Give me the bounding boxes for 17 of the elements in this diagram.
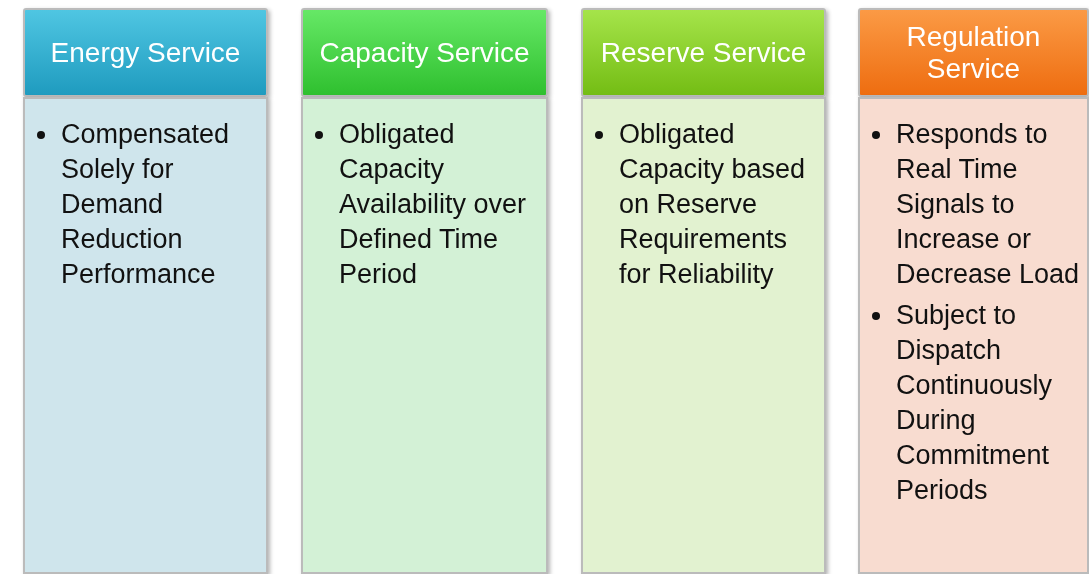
bullet-text: Responds to Real Time Signals to Increase or Decrease Load (896, 119, 1080, 289)
bullet-text: Subject to Dispatch Continuously During Commitment Periods (896, 300, 1053, 505)
content-panel (858, 97, 1089, 574)
header-box (858, 8, 1089, 97)
header-box (301, 8, 548, 97)
column-heading: Energy Service (50, 36, 241, 69)
header-box (23, 8, 268, 97)
content-panel (23, 97, 268, 574)
bullet-text: Compensated Solely for Demand Reduction Performance (61, 119, 230, 289)
column-heading: Reserve Service (600, 36, 807, 69)
column-heading: Regulation Service (905, 20, 1042, 85)
header-box (581, 8, 826, 97)
bullet-text: Obligated Capacity Availability over Defined Time Period (339, 119, 527, 289)
column-heading: Capacity Service (319, 36, 530, 69)
bullet-text: Obligated Capacity based on Reserve Requirements for Reliability (619, 119, 806, 289)
content-panel (301, 97, 548, 574)
content-panel (581, 97, 826, 574)
